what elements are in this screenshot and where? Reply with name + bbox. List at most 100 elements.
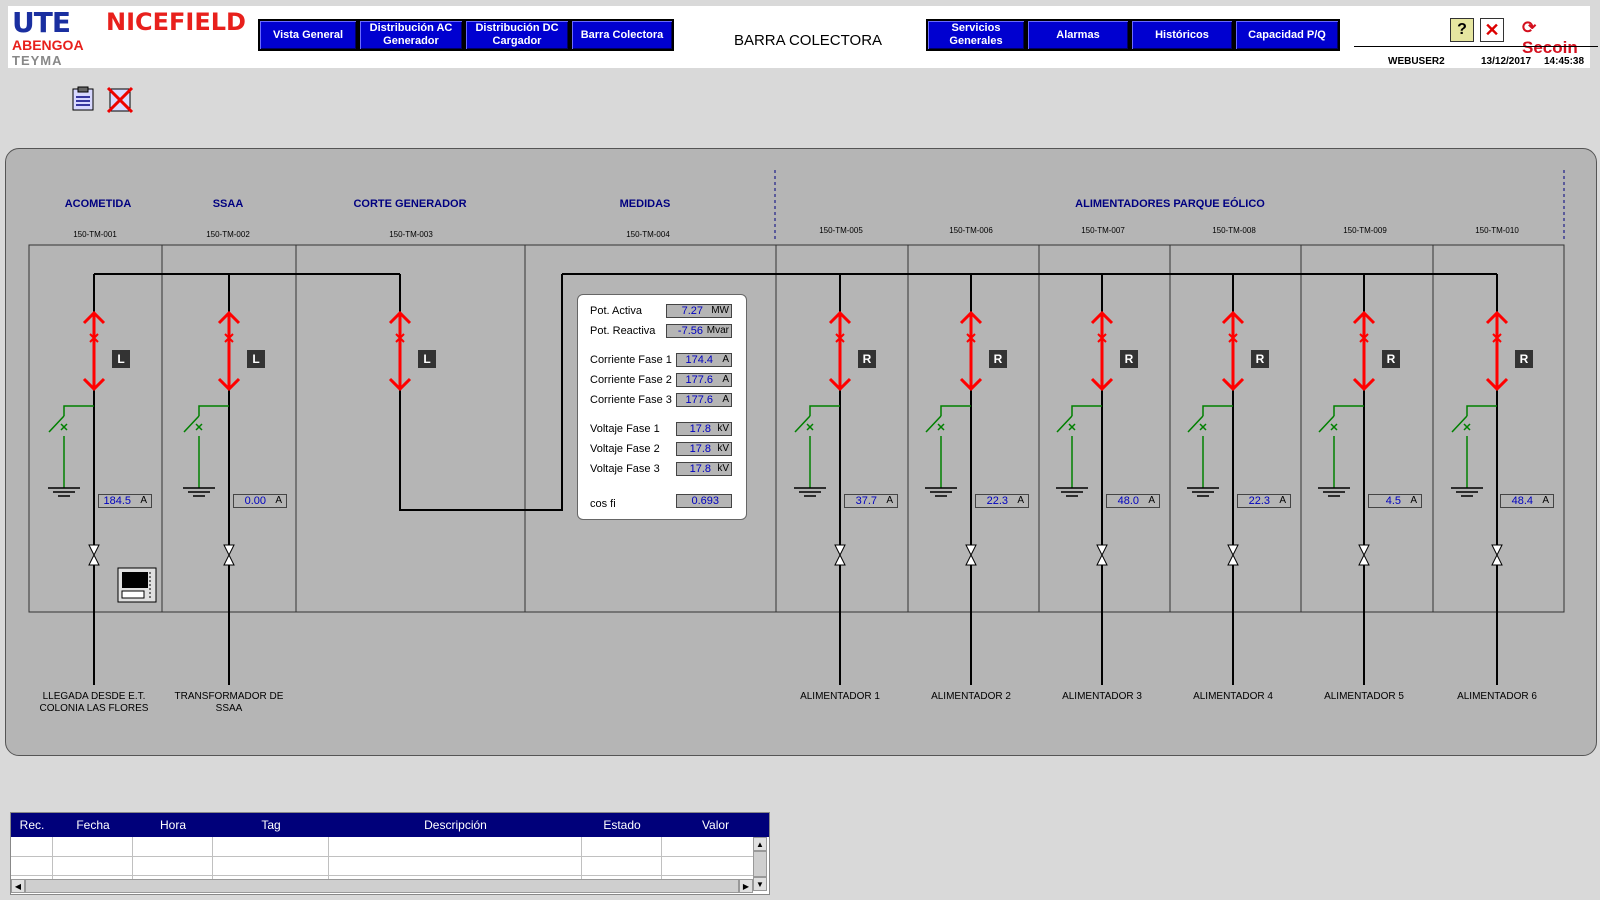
mode-indicator: R <box>1382 350 1400 368</box>
col-header-descripcion[interactable]: Descripción <box>329 813 582 837</box>
current-value: 184.5 <box>103 495 131 507</box>
current-unit: A <box>1279 495 1286 506</box>
col-header-estado[interactable]: Estado <box>582 813 662 837</box>
table-column <box>329 837 582 893</box>
bays-frame <box>28 244 1565 613</box>
unit: kV <box>717 443 729 454</box>
current-value: 48.4 <box>1511 495 1533 507</box>
table-column <box>53 837 133 893</box>
section-medidas: MEDIDAS <box>619 198 671 210</box>
scroll-left-button[interactable]: ◀ <box>11 879 25 893</box>
logo-nicefield: NICEFIELD <box>106 8 246 36</box>
nav-servicios-generales[interactable]: Servicios Generales <box>926 19 1026 51</box>
bay-tag: 150-TM-006 <box>949 226 993 235</box>
scroll-down-button[interactable]: ▼ <box>753 877 767 891</box>
current-value: 22.3 <box>986 495 1008 507</box>
measure-value: 17.8 kV <box>676 422 732 436</box>
breaker-icon[interactable] <box>82 311 1509 391</box>
report-button[interactable] <box>70 86 96 112</box>
nav-vista-general[interactable]: Vista General <box>258 19 358 51</box>
value: 17.8 <box>689 463 711 475</box>
section-corte-generador: CORTE GENERADOR <box>353 198 467 210</box>
bay-tag: 150-TM-009 <box>1343 226 1387 235</box>
bay-tag: 150-TM-008 <box>1212 226 1256 235</box>
user-name: WEBUSER2 <box>1388 56 1445 67</box>
value: 7.27 <box>681 305 703 317</box>
measure-label: Corriente Fase 3 <box>590 394 672 406</box>
single-line-diagram-panel <box>5 148 1597 756</box>
feeder-label: LLEGADA DESDE E.T. COLONIA LAS FLORES <box>39 691 149 714</box>
feeder-label: ALIMENTADOR 2 <box>931 691 1011 702</box>
earthing-switch-icon[interactable] <box>47 405 1498 497</box>
current-date: 13/12/2017 <box>1481 56 1532 67</box>
header-bar: UTE NICEFIELD ABENGOA TEYMA Vista Genera… <box>8 6 1598 68</box>
unit: Mvar <box>706 325 729 336</box>
nav-distribucion-dc[interactable]: Distribución DC Cargador <box>464 19 570 51</box>
bay-tag: 150-TM-001 <box>73 230 117 239</box>
col-header-valor[interactable]: Valor <box>662 813 769 837</box>
current-unit: A <box>886 495 893 506</box>
brand-name: Secoin <box>1522 38 1578 57</box>
horizontal-scrollbar[interactable] <box>25 879 739 893</box>
current-time: 14:45:38 <box>1544 56 1585 67</box>
feeder-label: ALIMENTADOR 6 <box>1457 691 1537 702</box>
cancel-report-button[interactable] <box>106 86 134 114</box>
vertical-scrollbar[interactable] <box>753 851 767 877</box>
logo-ute: UTE <box>12 6 71 39</box>
table-column <box>582 837 662 893</box>
section-acometida: ACOMETIDA <box>64 198 132 210</box>
col-header-fecha[interactable]: Fecha <box>53 813 133 837</box>
table-column <box>11 837 53 893</box>
relay-device-icon[interactable] <box>117 567 157 603</box>
logo-abengoa: ABENGOA <box>12 37 84 53</box>
feeder-label: ALIMENTADOR 1 <box>800 691 880 702</box>
feeder-label: ALIMENTADOR 3 <box>1062 691 1142 702</box>
table-column <box>133 837 213 893</box>
mode-indicator: L <box>247 350 265 368</box>
current-value: 0.00 <box>244 495 266 507</box>
alarm-table: Rec. Fecha Hora Tag Descripción Estado V… <box>10 812 770 895</box>
exit-button[interactable]: ✕ <box>1480 18 1504 42</box>
unit: kV <box>717 423 729 434</box>
scroll-up-button[interactable]: ▲ <box>753 837 767 851</box>
measure-label: Voltaje Fase 1 <box>590 423 660 435</box>
value: 174.4 <box>685 354 713 366</box>
measure-label: Corriente Fase 2 <box>590 374 672 386</box>
bay-tag: 150-TM-005 <box>819 226 863 235</box>
table-column <box>213 837 329 893</box>
nav-distribucion-ac[interactable]: Distribución AC Generador <box>358 19 464 51</box>
measure-label: Pot. Reactiva <box>590 325 656 337</box>
current-unit: A <box>140 495 147 506</box>
col-header-tag[interactable]: Tag <box>213 813 329 837</box>
col-header-rec[interactable]: Rec. <box>11 813 53 837</box>
table-row[interactable] <box>11 856 753 857</box>
measure-label: Corriente Fase 1 <box>590 354 672 366</box>
value: 17.8 <box>689 423 711 435</box>
brand-secoin: ⟳ Secoin <box>1522 18 1590 58</box>
nav-capacidad-pq[interactable]: Capacidad P/Q <box>1234 19 1340 51</box>
measure-label: Voltaje Fase 2 <box>590 443 660 455</box>
bay-current: 22.3 A <box>975 494 1029 508</box>
nav-historicos[interactable]: Históricos <box>1130 19 1234 51</box>
disconnector-icon <box>88 544 1503 566</box>
table-row[interactable] <box>11 875 753 876</box>
current-unit: A <box>1017 495 1024 506</box>
nav-barra-colectora[interactable]: Barra Colectora <box>570 19 674 51</box>
mode-indicator: R <box>858 350 876 368</box>
help-button[interactable]: ? <box>1450 18 1474 42</box>
col-header-hora[interactable]: Hora <box>133 813 213 837</box>
help-icon: ? <box>1457 21 1467 38</box>
nav-alarmas[interactable]: Alarmas <box>1026 19 1130 51</box>
section-alimentadores: ALIMENTADORES PARQUE EÓLICO <box>1075 198 1265 210</box>
mode-indicator: R <box>1120 350 1138 368</box>
scroll-right-button[interactable]: ▶ <box>739 879 753 893</box>
value: 0.693 <box>691 495 719 507</box>
mode-indicator: L <box>112 350 130 368</box>
